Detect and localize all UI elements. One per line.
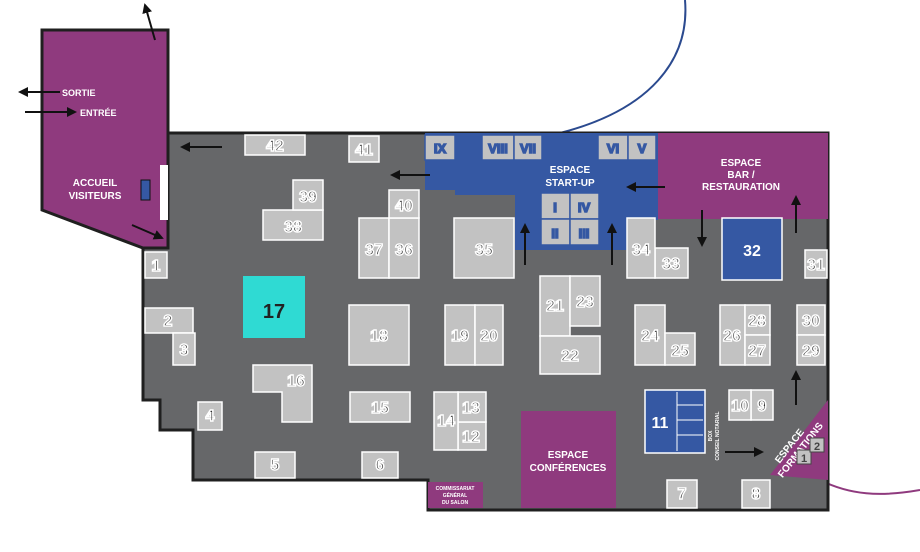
svg-text:17: 17 xyxy=(263,301,285,323)
stand-19[interactable]: 19 xyxy=(444,304,476,366)
stand-32[interactable]: 32 xyxy=(721,217,783,281)
entrance-door xyxy=(160,165,168,220)
stand-13[interactable]: 13 xyxy=(457,391,487,423)
stand-31[interactable]: 31 xyxy=(804,249,828,279)
svg-text:1: 1 xyxy=(801,453,807,465)
svg-text:32: 32 xyxy=(743,243,761,260)
svg-text:VII: VII xyxy=(520,141,536,156)
svg-text:I: I xyxy=(553,200,557,215)
bar-label-3: RESTAURATION xyxy=(702,182,780,193)
svg-text:V: V xyxy=(638,141,647,156)
stand-34[interactable]: 34 xyxy=(626,217,656,279)
stand-33[interactable]: 33 xyxy=(654,247,689,279)
startup-stand-i[interactable]: I xyxy=(540,192,571,220)
stand-3[interactable]: 3 xyxy=(172,332,196,366)
stand-28[interactable]: 28 xyxy=(744,304,771,336)
stand-40[interactable]: 40 xyxy=(388,189,420,219)
startup-stand-iv[interactable]: IV xyxy=(569,192,600,220)
sortie-label: SORTIE xyxy=(62,88,96,98)
decorative-curve-purple xyxy=(819,479,920,495)
stand-15[interactable]: 15 xyxy=(349,391,411,423)
entree-label: ENTRÉE xyxy=(80,108,117,118)
stand-38[interactable]: 38 xyxy=(262,209,324,241)
zone-formations xyxy=(770,400,828,480)
startup-label-1: ESPACE xyxy=(550,165,591,176)
stand-42[interactable]: 42 xyxy=(244,134,306,156)
stand-6[interactable]: 6 xyxy=(361,451,399,479)
startup-stand-v[interactable]: V xyxy=(627,134,657,161)
stand-27[interactable]: 27 xyxy=(744,334,771,366)
stand-4[interactable]: 4 xyxy=(197,401,223,431)
conferences-label-1: ESPACE xyxy=(548,450,589,461)
stand-12[interactable]: 12 xyxy=(457,421,487,451)
visiteurs-label: VISITEURS xyxy=(69,191,122,202)
box-label-1: BOX xyxy=(708,430,714,442)
decorative-curve-blue xyxy=(559,0,687,134)
stand-36[interactable]: 36 xyxy=(388,217,420,279)
stand-5[interactable]: 5 xyxy=(254,451,296,479)
accueil-label: ACCUEIL xyxy=(73,178,117,189)
startup-stand-vii[interactable]: VII xyxy=(513,134,543,161)
bar-label-2: BAR / xyxy=(727,170,754,181)
stand-35[interactable]: 35 xyxy=(453,217,515,279)
stand-18[interactable]: 18 xyxy=(348,304,410,366)
stand-30[interactable]: 30 xyxy=(796,304,826,336)
stand-41[interactable]: 41 xyxy=(348,135,380,163)
stand-8[interactable]: 8 xyxy=(741,479,771,509)
stand-39[interactable]: 39 xyxy=(292,179,324,211)
stand-14[interactable]: 14 xyxy=(433,391,459,451)
startup-label-2: START-UP xyxy=(545,178,595,189)
svg-text:IV: IV xyxy=(578,200,591,215)
zone-commissariat xyxy=(428,482,483,508)
svg-text:VIII: VIII xyxy=(488,141,508,156)
stand-17[interactable]: 17 xyxy=(243,276,305,338)
stand-11-label: 11 xyxy=(652,415,669,432)
svg-text:VI: VI xyxy=(607,141,619,156)
zone-accueil-visiteurs xyxy=(40,28,170,250)
stand-formation-1[interactable]: 1 xyxy=(796,449,812,465)
stand-1[interactable]: 1 xyxy=(144,251,168,279)
stand-23[interactable]: 23 xyxy=(569,275,601,327)
stand-2[interactable]: 2 xyxy=(144,307,194,334)
commissariat-label-3: DU SALON xyxy=(442,500,469,506)
startup-stand-ii[interactable]: II xyxy=(540,218,571,246)
startup-stand-viii[interactable]: VIII xyxy=(481,134,515,161)
svg-text:2: 2 xyxy=(814,441,820,453)
accueil-desk xyxy=(140,179,151,201)
zone-conferences xyxy=(521,411,616,508)
box-label-2: CONSEIL NOTARIAL xyxy=(715,412,721,461)
commissariat-label-2: GÉNÉRAL xyxy=(443,491,467,499)
commissariat-label-1: COMMISSARIAT xyxy=(436,486,475,492)
svg-text:II: II xyxy=(551,226,558,241)
stand-7[interactable]: 7 xyxy=(666,479,698,509)
stand-22[interactable]: 22 xyxy=(539,335,601,375)
stand-37[interactable]: 37 xyxy=(358,217,390,279)
stand-29[interactable]: 29 xyxy=(796,334,826,366)
svg-text:III: III xyxy=(579,226,590,241)
stand-11-box[interactable]: 11 xyxy=(644,389,706,454)
stand-25[interactable]: 25 xyxy=(664,332,696,366)
stand-20[interactable]: 20 xyxy=(474,304,504,366)
conferences-label-2: CONFÉRENCES xyxy=(530,461,607,474)
stand-formation-2[interactable]: 2 xyxy=(809,437,825,453)
startup-stand-vi[interactable]: VI xyxy=(597,134,629,161)
stand-9[interactable]: 9 xyxy=(750,389,774,421)
arrow-exit-top xyxy=(142,3,156,41)
stand-24[interactable]: 24 xyxy=(634,304,666,366)
stand-21[interactable]: 21 xyxy=(539,275,571,337)
startup-stand-iii[interactable]: III xyxy=(569,218,600,246)
stand-26[interactable]: 26 xyxy=(719,304,746,366)
arrow-to-hall xyxy=(131,224,164,240)
startup-stand-ix[interactable]: IX xyxy=(424,134,456,161)
stand-10[interactable]: 10 xyxy=(728,389,752,421)
bar-label-1: ESPACE xyxy=(721,158,762,169)
svg-text:IX: IX xyxy=(434,141,447,156)
